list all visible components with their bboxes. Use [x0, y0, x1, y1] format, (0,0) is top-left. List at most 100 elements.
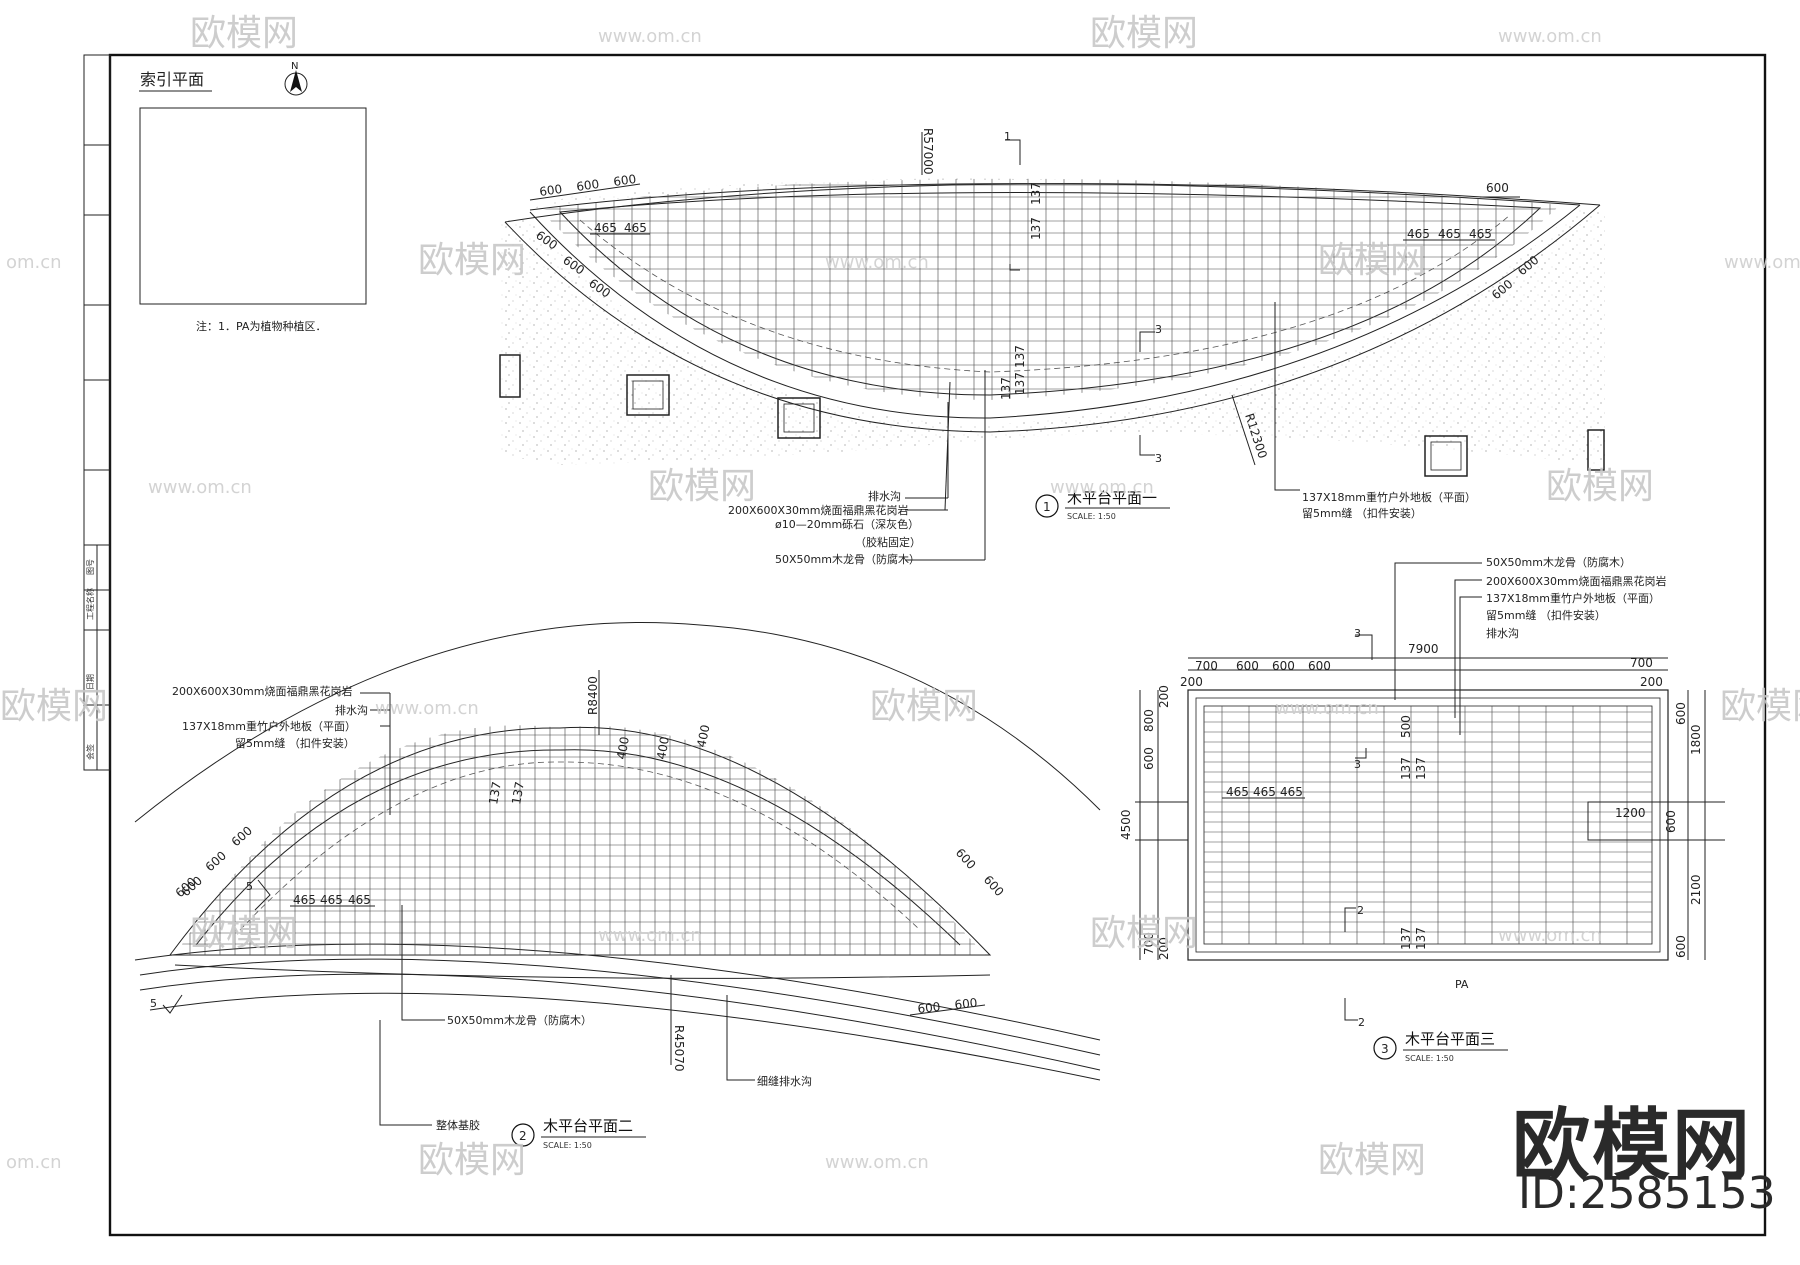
plan3-callout-gap: 留5mm缝 （扣件安装）	[1486, 608, 1606, 622]
title-cell-3: 日期	[86, 674, 95, 690]
plan3-callout-joist: 50X50mm木龙骨（防腐木）	[1486, 555, 1631, 569]
svg-text:137: 137	[1013, 345, 1027, 368]
watermark-url: www.om.cn	[375, 698, 479, 719]
svg-text:600: 600	[1142, 747, 1156, 770]
svg-text:400: 400	[654, 736, 672, 761]
svg-text:200: 200	[1157, 685, 1171, 708]
svg-text:600: 600	[612, 172, 637, 189]
svg-text:137: 137	[1399, 927, 1413, 950]
svg-text:600: 600	[1272, 659, 1295, 673]
watermark-url: om.cn	[6, 252, 62, 273]
svg-text:137: 137	[509, 781, 527, 806]
svg-text:600: 600	[229, 823, 255, 849]
plan1-callout-joist: 50X50mm木龙骨（防腐木）	[775, 552, 920, 566]
svg-text:137: 137	[1029, 217, 1043, 240]
watermark-url: www.om.cn	[1498, 26, 1602, 47]
svg-text:3: 3	[1381, 1042, 1389, 1056]
svg-text:600: 600	[1674, 702, 1688, 725]
svg-text:137: 137	[1029, 182, 1043, 205]
svg-text:465: 465	[320, 893, 343, 907]
plan1-callout-glue: （胶粘固定）	[855, 535, 921, 549]
svg-text:1: 1	[1043, 500, 1051, 514]
plan-1: 600 600 600 600 600 600 600 600 600 465 …	[499, 128, 1605, 566]
watermark-url: www.om.cn	[598, 26, 702, 47]
plan2-callout-joist: 50X50mm木龙骨（防腐木）	[447, 1013, 592, 1027]
plan2-radius-top: R8400	[586, 676, 600, 715]
svg-text:2: 2	[1357, 904, 1364, 917]
svg-text:3: 3	[1354, 627, 1361, 640]
svg-text:2100: 2100	[1689, 874, 1703, 905]
svg-text:5: 5	[246, 880, 253, 893]
svg-text:700: 700	[1142, 932, 1156, 955]
plan3-total-width: 7900	[1408, 642, 1439, 656]
svg-text:600: 600	[1664, 810, 1678, 833]
plan1-callout-bamboo: 137X18mm重竹户外地板（平面）	[1302, 490, 1476, 504]
index-plan-note: 注：1．PA为植物种植区．	[196, 319, 326, 333]
svg-text:700: 700	[1195, 659, 1218, 673]
plan2-callout-base: 整体基胶	[436, 1118, 480, 1132]
svg-text:3: 3	[1155, 323, 1162, 336]
title-cell-4: 会签	[85, 744, 95, 760]
svg-text:600: 600	[1486, 181, 1509, 195]
svg-text:465: 465	[348, 893, 371, 907]
svg-text:800: 800	[1142, 709, 1156, 732]
watermark-brand: 欧模网	[0, 686, 108, 727]
svg-text:3: 3	[1155, 452, 1162, 465]
svg-text:465: 465	[624, 221, 647, 235]
svg-text:200: 200	[1157, 937, 1171, 960]
watermark-brand: 欧模网	[1090, 13, 1198, 54]
svg-text:600: 600	[1674, 935, 1688, 958]
plan3-deck-boards	[1204, 706, 1652, 944]
plan2-callout-bamboo: 137X18mm重竹户外地板（平面）	[182, 719, 356, 733]
svg-text:465: 465	[1280, 785, 1303, 799]
svg-text:137: 137	[1013, 372, 1027, 395]
svg-text:465: 465	[1469, 227, 1492, 241]
svg-text:600: 600	[203, 848, 229, 874]
index-plan-frame	[139, 107, 367, 305]
watermark-url: www.om.cn	[598, 925, 702, 946]
plan1-callout-drain: 排水沟	[868, 489, 901, 503]
tree-pit	[499, 354, 521, 398]
svg-text:600: 600	[538, 182, 563, 199]
plan1-callout-granite: 200X600X30mm烧面福鼎黑花岗岩	[728, 503, 909, 517]
svg-text:400: 400	[614, 736, 632, 761]
plan3-callout-granite: 200X600X30mm烧面福鼎黑花岗岩	[1486, 574, 1667, 588]
watermark-brand: 欧模网	[418, 240, 526, 281]
watermark-brand: 欧模网	[1720, 686, 1800, 727]
plan1-title: 木平台平面一	[1067, 489, 1157, 507]
plan2-title: 木平台平面二	[543, 1117, 633, 1135]
plan-3: 1200 7900 700 600 600 600 700 200 200 20…	[1119, 555, 1725, 1063]
tree-pit	[777, 397, 821, 439]
index-plan-title: 索引平面	[140, 70, 204, 89]
watermark-url: www.om.cn	[1724, 252, 1800, 273]
tree-pit	[1424, 435, 1468, 477]
plan2-callout-slot-drain: 细缝排水沟	[757, 1074, 812, 1088]
watermark-layer: 欧模网 www.om.cn 欧模网 www.om.cn om.cn 欧模网 ww…	[0, 13, 1800, 1181]
watermark-url: www.om.cn	[825, 1152, 929, 1173]
svg-text:2: 2	[1358, 1016, 1365, 1029]
plan2-callout-drain: 排水沟	[335, 703, 368, 717]
svg-text:500: 500	[1399, 715, 1413, 738]
svg-text:465: 465	[293, 893, 316, 907]
watermark-brand: 欧模网	[648, 466, 756, 507]
watermark-url: www.om.cn	[1050, 477, 1154, 498]
svg-text:137: 137	[999, 377, 1013, 400]
plan1-radius-top: R57000	[921, 128, 935, 175]
title-cell-1: 图号	[86, 559, 95, 575]
watermark-brand: 欧模网	[190, 13, 298, 54]
svg-text:137: 137	[1399, 757, 1413, 780]
svg-text:600: 600	[954, 996, 978, 1012]
watermark-url: www.om.cn	[1498, 925, 1602, 946]
svg-text:600: 600	[1308, 659, 1331, 673]
svg-text:700: 700	[1630, 656, 1653, 670]
svg-text:600: 600	[917, 1000, 941, 1016]
plan1-callout-gravel: ø10—20mm砾石（深灰色）	[775, 517, 919, 531]
svg-text:600: 600	[981, 873, 1007, 899]
title-cell-2: 工程名称	[85, 588, 95, 620]
index-plan: 索引平面 N 注：1．PA为植物种植区．	[139, 61, 367, 333]
svg-text:N: N	[291, 61, 298, 72]
svg-text:465: 465	[1253, 785, 1276, 799]
svg-text:4500: 4500	[1119, 809, 1133, 840]
plan1-callout-gap: 留5mm缝 （扣件安装）	[1302, 506, 1422, 520]
svg-text:1800: 1800	[1689, 724, 1703, 755]
